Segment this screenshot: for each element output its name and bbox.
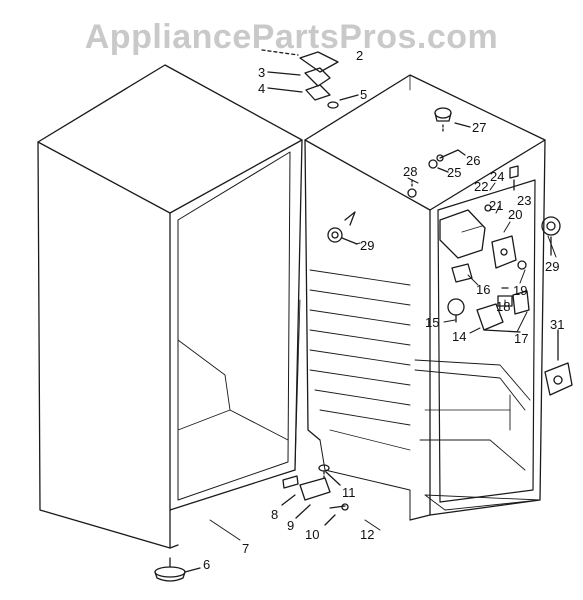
leader-lines [209, 177, 557, 541]
callout-31: 31 [550, 317, 565, 332]
leveling-foot-part-6 [154, 557, 201, 582]
callout-12: 12 [360, 527, 375, 542]
watermark: AppliancePartsPros.com [84, 18, 499, 56]
callout-8: 8 [271, 507, 279, 522]
screws-part-25-26 [428, 149, 466, 173]
callout-26: 26 [466, 153, 481, 168]
callout-2: 2 [356, 48, 364, 63]
callout-9: 9 [287, 518, 295, 533]
callout-22: 22 [474, 179, 489, 194]
control-components-14-24 [439, 165, 530, 333]
callout-11: 11 [342, 485, 356, 500]
callout-28: 28 [403, 164, 418, 179]
callout-5: 5 [360, 87, 368, 102]
callout-4: 4 [258, 81, 266, 96]
callout-16: 16 [476, 282, 491, 297]
bottom-hinge-parts-8-9-10-11 [281, 464, 349, 526]
part-31-bracket [544, 329, 573, 396]
callout-14: 14 [452, 329, 467, 344]
callout-21: 21 [489, 198, 504, 213]
callout-23: 23 [517, 193, 532, 208]
part-29-right-bumper [541, 216, 561, 256]
cabinet-shell-part-7 [37, 64, 303, 549]
callout-6: 6 [203, 557, 211, 572]
callout-19: 19 [513, 283, 528, 298]
callout-7: 7 [242, 541, 250, 556]
callout-24: 24 [490, 169, 505, 184]
callout-15: 15 [425, 315, 440, 330]
callout-20: 20 [508, 207, 523, 222]
callout-18: 18 [496, 299, 511, 314]
callout-29-right: 29 [545, 259, 560, 274]
callout-3: 3 [258, 65, 266, 80]
callout-29-left: 29 [360, 238, 375, 253]
part-28-plug [407, 179, 417, 198]
part-27-cap [434, 107, 471, 133]
hinge-parts-2-3-4-5 [261, 49, 359, 109]
liner-part-12 [304, 74, 546, 521]
part-29-left-bumper [327, 211, 358, 245]
callout-17: 17 [514, 331, 529, 346]
callout-27: 27 [472, 120, 487, 135]
callout-25: 25 [447, 165, 462, 180]
callout-10: 10 [305, 527, 320, 542]
